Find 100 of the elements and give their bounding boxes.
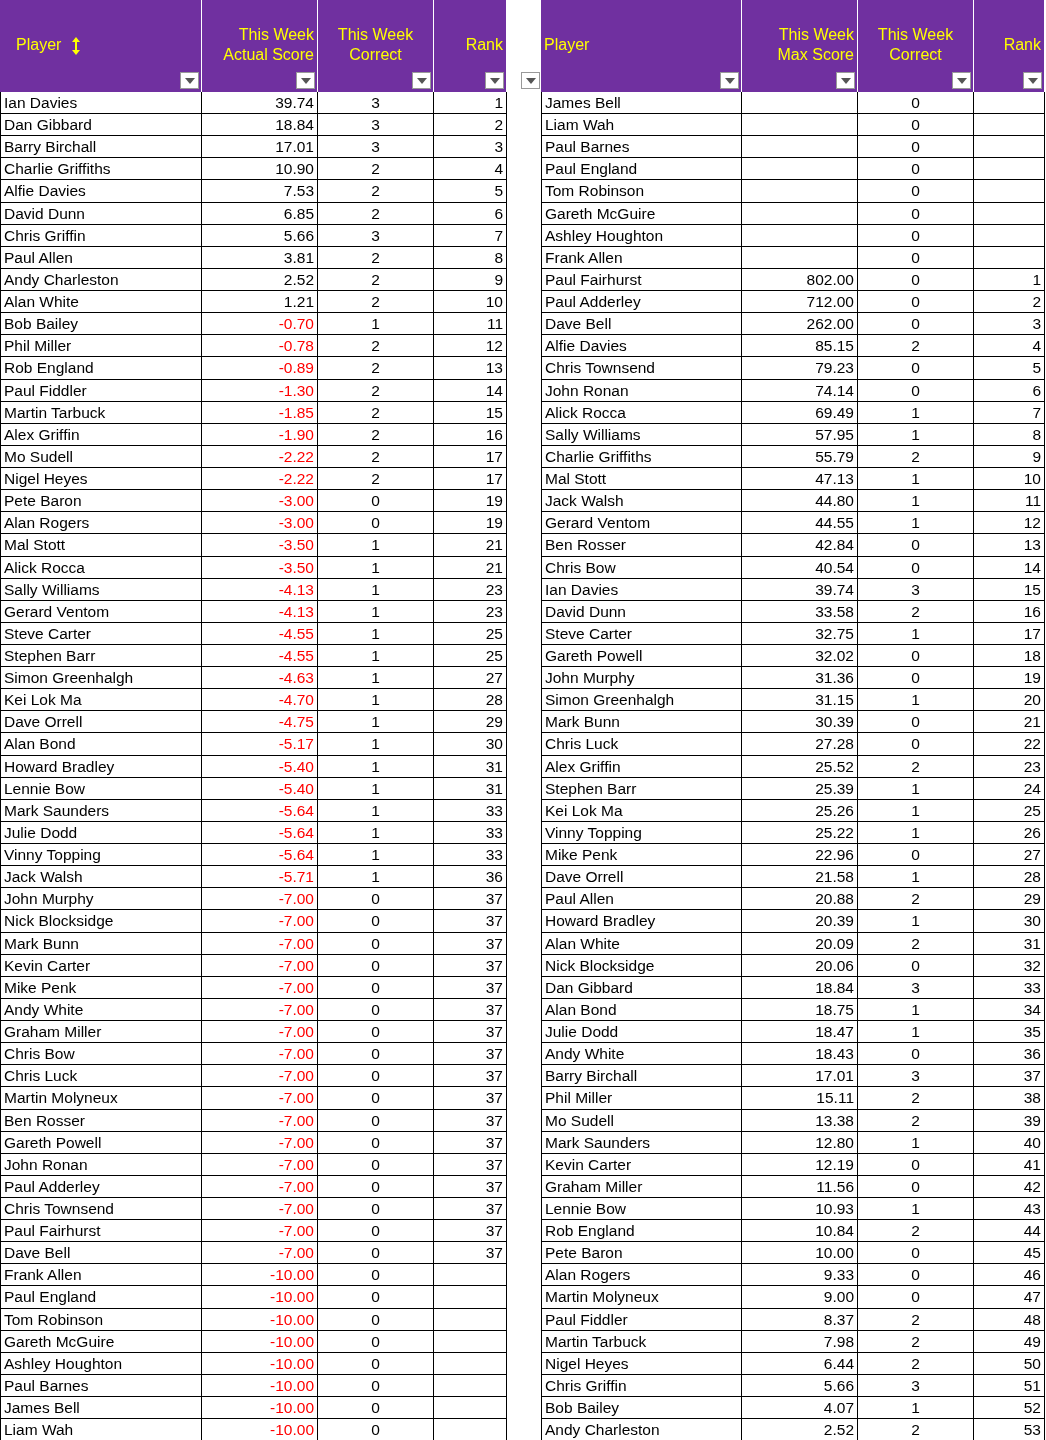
score-value: 4.07	[742, 1397, 858, 1420]
player-name: Howard Bradley	[541, 910, 742, 933]
correct-count: 0	[858, 180, 974, 203]
score-value: -5.64	[202, 799, 318, 822]
score-value: 7.98	[742, 1330, 858, 1353]
rank-value: 1	[434, 92, 507, 115]
rank-value: 12	[974, 512, 1045, 535]
correct-count: 0	[318, 1021, 434, 1044]
player-name: Frank Allen	[541, 246, 742, 269]
player-name: Ben Rosser	[0, 1109, 202, 1132]
player-name: James Bell	[541, 92, 742, 115]
correct-count: 0	[318, 1175, 434, 1198]
rank-value: 3	[974, 313, 1045, 336]
correct-count: 0	[858, 667, 974, 690]
rank-value: 36	[974, 1043, 1045, 1066]
score-value: 25.39	[742, 777, 858, 800]
correct-count: 0	[858, 1175, 974, 1198]
score-value: 44.55	[742, 512, 858, 535]
column-heading: Player	[16, 35, 62, 55]
rank-value: 19	[434, 490, 507, 513]
rank-value: 19	[974, 667, 1045, 690]
player-name: Andy Charleston	[0, 268, 202, 292]
correct-count: 0	[318, 932, 434, 955]
score-value: -4.63	[202, 667, 318, 690]
player-name: Ian Davies	[541, 578, 742, 601]
correct-count: 2	[858, 1109, 974, 1132]
score-value: 8.37	[742, 1308, 858, 1331]
score-value: -10.00	[202, 1286, 318, 1309]
player-name: Rob England	[0, 357, 202, 380]
correct-count: 1	[858, 777, 974, 800]
score-value: 44.80	[742, 490, 858, 513]
player-name: Steve Carter	[0, 622, 202, 645]
player-name: Jack Walsh	[541, 490, 742, 513]
correct-count: 1	[318, 799, 434, 822]
correct-count: 3	[318, 114, 434, 137]
player-name: Graham Miller	[0, 1021, 202, 1044]
score-value: 32.75	[742, 622, 858, 645]
correct-count: 1	[318, 711, 434, 734]
score-value: 5.66	[742, 1374, 858, 1398]
rank-value: 50	[974, 1352, 1045, 1375]
rank-value: 6	[434, 202, 507, 225]
player-name: Rob England	[541, 1220, 742, 1243]
score-value: 2.52	[202, 268, 318, 292]
correct-count: 0	[318, 490, 434, 513]
score-value: -4.70	[202, 689, 318, 712]
rank-value: 31	[434, 777, 507, 800]
player-name: Gareth Powell	[0, 1131, 202, 1154]
rank-value: 37	[434, 1175, 507, 1198]
correct-count: 1	[858, 1021, 974, 1044]
rank-value: 37	[434, 1153, 507, 1176]
player-name: Charlie Griffiths	[541, 445, 742, 468]
correct-count: 0	[858, 711, 974, 734]
rank-value: 21	[434, 556, 507, 579]
player-name: Liam Wah	[541, 114, 742, 137]
score-value: -7.00	[202, 1109, 318, 1132]
correct-count: 2	[858, 1220, 974, 1243]
rank-value: 35	[974, 1021, 1045, 1044]
player-name: Sally Williams	[0, 578, 202, 601]
player-name: Nigel Heyes	[0, 468, 202, 491]
player-name: Mo Sudell	[0, 445, 202, 468]
correct-count: 0	[318, 910, 434, 933]
rank-value: 37	[434, 1198, 507, 1221]
score-value: 2.52	[742, 1419, 858, 1440]
rank-value: 5	[434, 180, 507, 203]
player-name: Alan Bond	[0, 733, 202, 756]
correct-count: 0	[858, 1043, 974, 1066]
score-value: 30.39	[742, 711, 858, 734]
rank-value: 13	[434, 357, 507, 380]
rank-value: 37	[434, 1021, 507, 1044]
rank-value: 14	[974, 556, 1045, 579]
score-value: 33.58	[742, 600, 858, 623]
score-value: 85.15	[742, 335, 858, 358]
correct-count: 1	[858, 512, 974, 535]
player-name: David Dunn	[0, 202, 202, 225]
player-name: Dave Bell	[541, 313, 742, 336]
player-name: Howard Bradley	[0, 755, 202, 778]
player-name: Julie Dodd	[0, 821, 202, 845]
score-value: -10.00	[202, 1374, 318, 1398]
player-name: Chris Luck	[0, 1065, 202, 1088]
correct-count: 0	[318, 998, 434, 1021]
score-value: -4.13	[202, 600, 318, 623]
player-name: Mark Saunders	[0, 799, 202, 822]
player-name: Paul Allen	[541, 888, 742, 911]
player-name: Bob Bailey	[541, 1397, 742, 1420]
correct-count: 1	[318, 755, 434, 778]
score-value: 39.74	[202, 92, 318, 115]
player-name: John Ronan	[541, 379, 742, 402]
correct-count: 1	[318, 689, 434, 712]
correct-count: 1	[318, 777, 434, 800]
player-name: Stephen Barr	[541, 777, 742, 800]
player-name: Nigel Heyes	[541, 1352, 742, 1375]
score-value: -1.85	[202, 401, 318, 424]
rank-value: 44	[974, 1220, 1045, 1243]
player-name: Andy White	[0, 998, 202, 1021]
rank-value: 13	[974, 534, 1045, 557]
score-value: 15.11	[742, 1087, 858, 1110]
player-name: Alan White	[541, 932, 742, 955]
player-name: Paul Fairhurst	[0, 1220, 202, 1243]
correct-count: 2	[858, 755, 974, 778]
score-value: 712.00	[742, 291, 858, 314]
